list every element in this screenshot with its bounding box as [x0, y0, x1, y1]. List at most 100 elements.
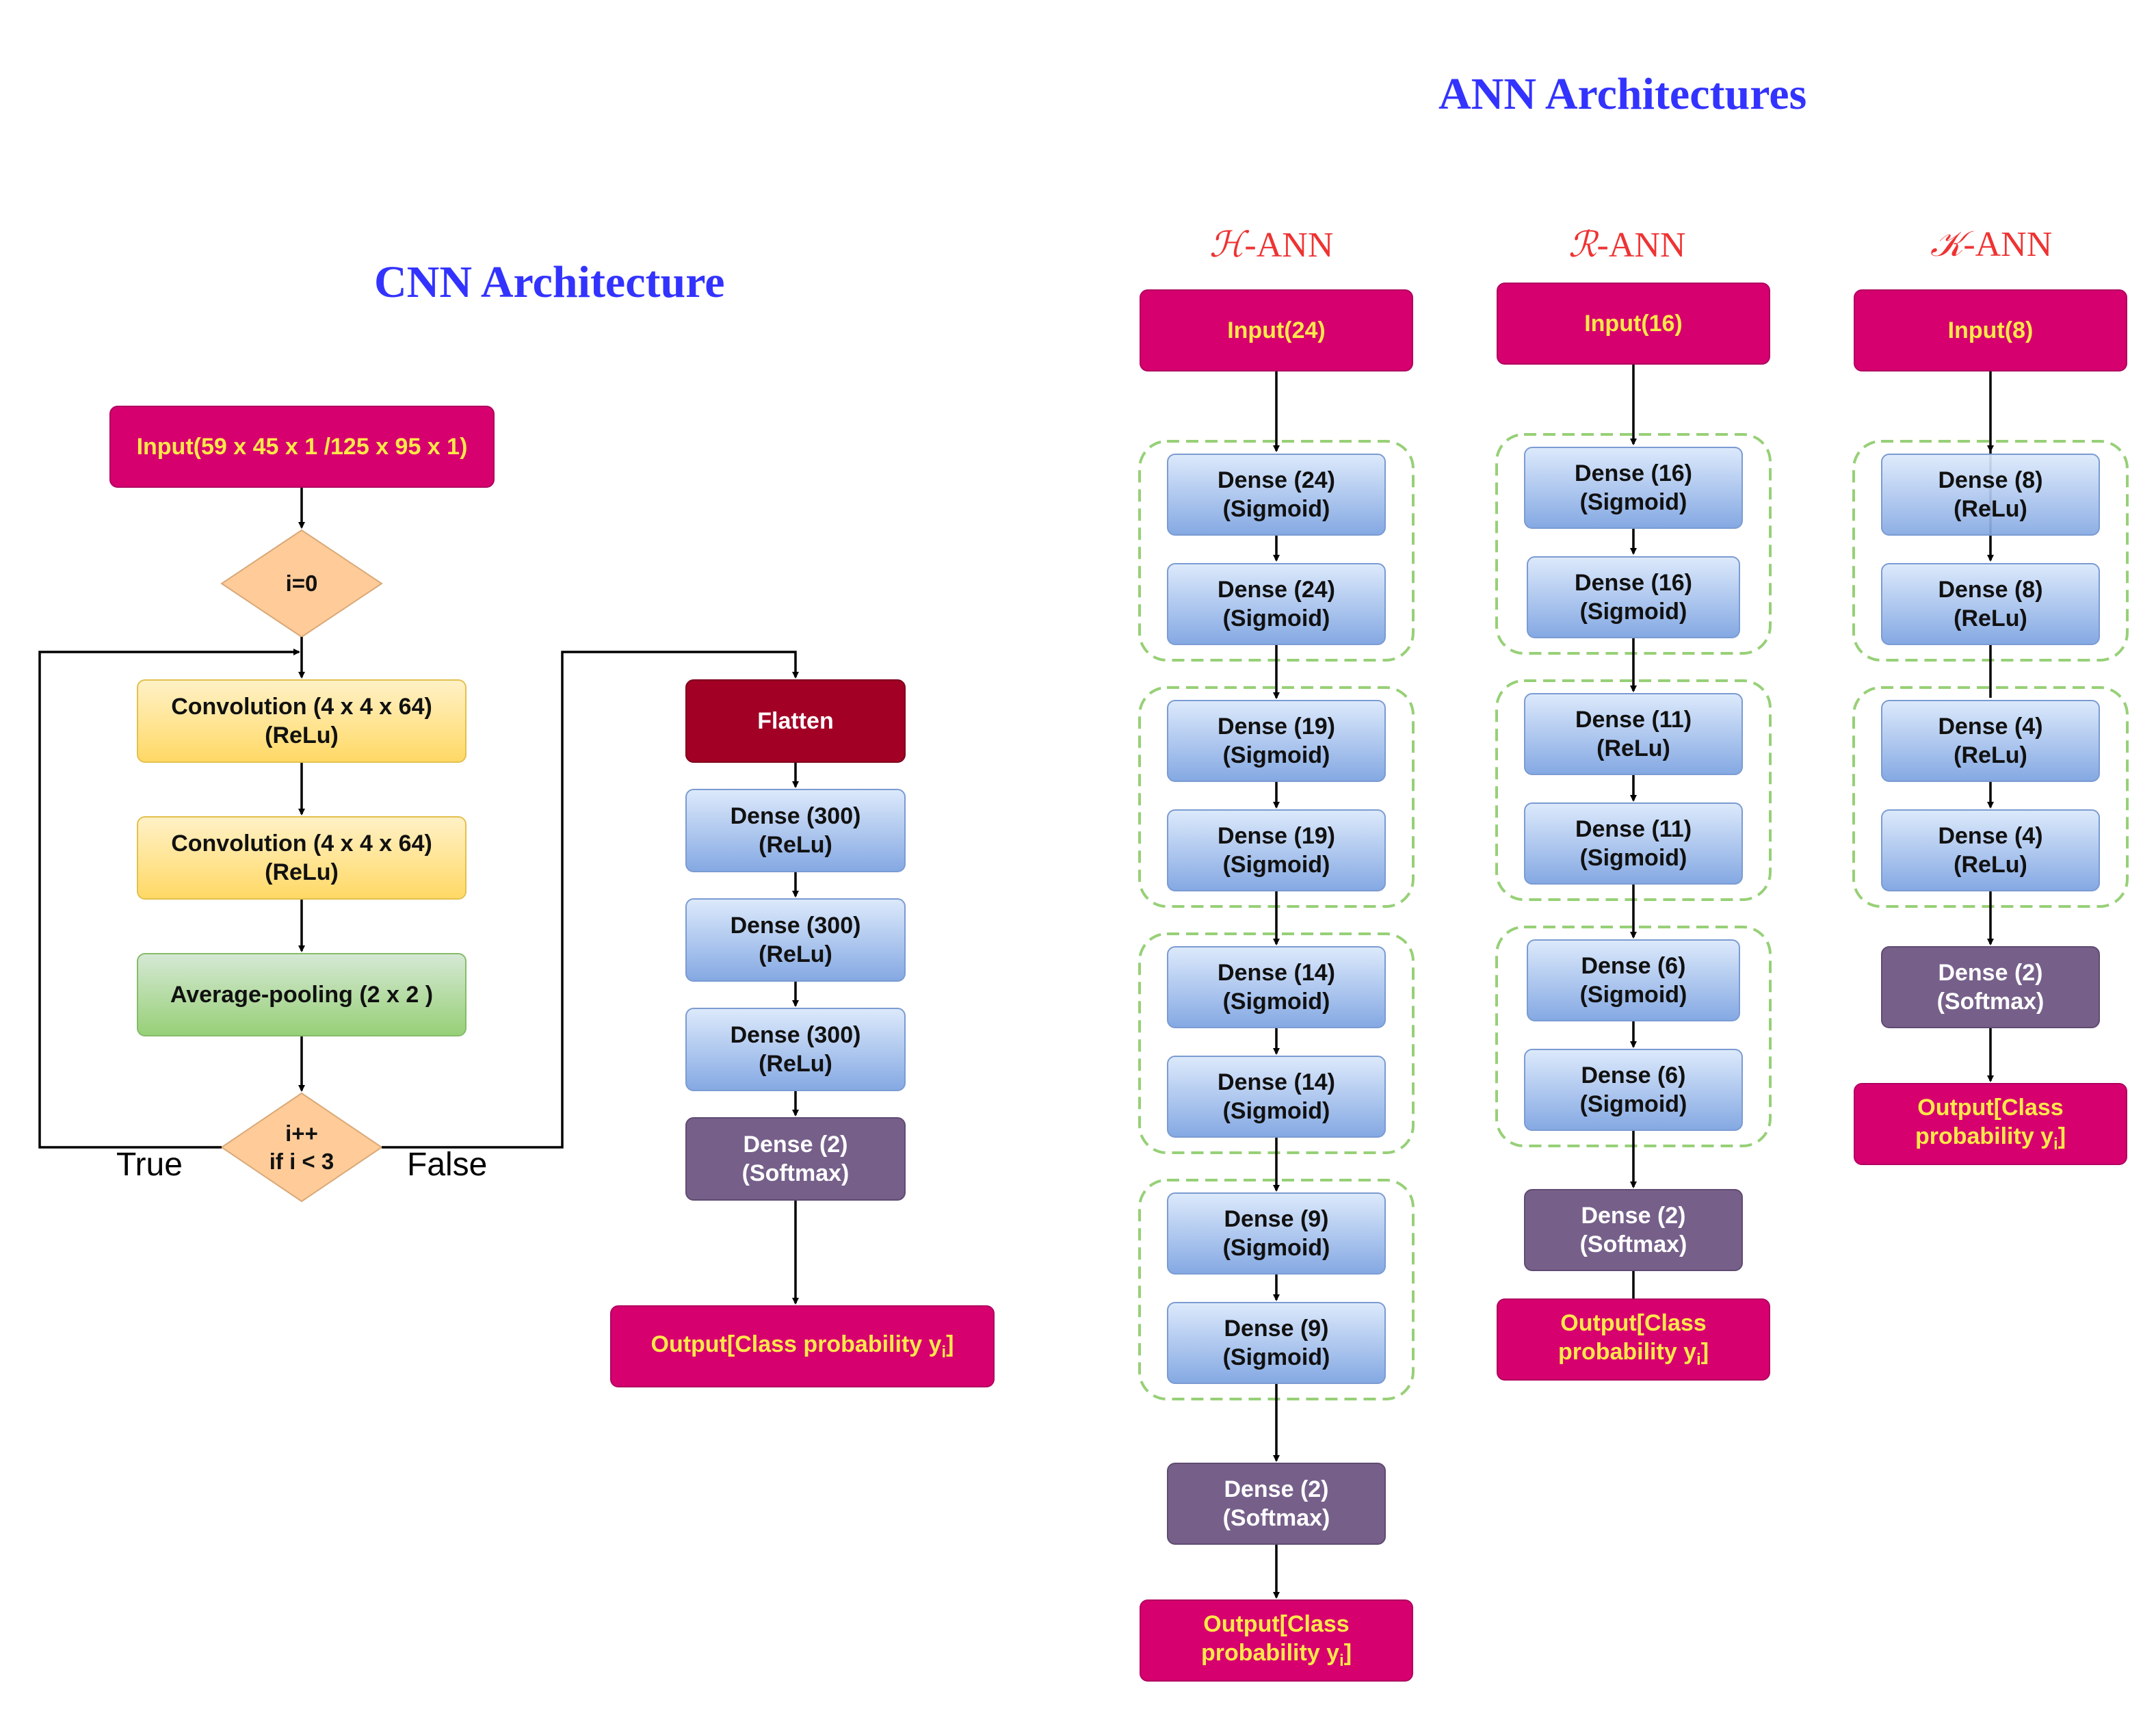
h-output-node: Output[Class probability yi]	[1140, 1599, 1413, 1682]
flatten-label: Flatten	[757, 707, 834, 734]
false-label: False	[407, 1147, 488, 1183]
r-ann-symbol: ℛ	[1568, 226, 1597, 265]
h-layer-label: Dense (24) (Sigmoid)	[1218, 467, 1335, 523]
conv2-node: Convolution (4 x 4 x 64) (ReLu)	[137, 816, 466, 900]
k-softmax-label: Dense (2) (Softmax)	[1936, 959, 2045, 1015]
k-output-sub: i	[2053, 1135, 2058, 1154]
r-output-label: Output[Class probability yi]	[1558, 1309, 1709, 1370]
r-layer-3: Dense (11) (ReLu)	[1524, 693, 1743, 775]
r-output-end: ]	[1700, 1339, 1709, 1366]
k-ann-suffix: -ANN	[1963, 225, 2053, 264]
cnn-dense3-node: Dense (300) (ReLu)	[685, 1008, 906, 1091]
cnn-softmax-label: Dense (2) (Softmax)	[741, 1131, 850, 1187]
r-input-node: Input(16)	[1497, 283, 1770, 365]
h-layer-label: Dense (14) (Sigmoid)	[1218, 1069, 1335, 1125]
init-label: i=0	[285, 571, 318, 597]
cnn-title: CNN Architecture	[374, 257, 725, 307]
h-layer-label: Dense (19) (Sigmoid)	[1218, 713, 1335, 769]
conv1-node: Convolution (4 x 4 x 64) (ReLu)	[137, 679, 466, 763]
r-layer-label: Dense (11) (Sigmoid)	[1575, 815, 1692, 872]
h-layer-4: Dense (19) (Sigmoid)	[1167, 809, 1386, 891]
k-ann-subtitle: 𝒦-ANN	[1930, 224, 2052, 265]
k-output-node: Output[Class probability yi]	[1854, 1083, 2127, 1165]
r-layer-label: Dense (6) (Sigmoid)	[1579, 1062, 1687, 1118]
h-softmax-label: Dense (2) (Softmax)	[1222, 1476, 1330, 1532]
cnn-output-end: ]	[946, 1331, 954, 1358]
h-layer-2: Dense (24) (Sigmoid)	[1167, 563, 1386, 645]
k-layer-label: Dense (8) (ReLu)	[1938, 576, 2043, 632]
k-output-text: Output[Class probability y	[1915, 1094, 2064, 1150]
h-input-node: Input(24)	[1140, 289, 1413, 371]
cnn-dense1-label: Dense (300) (ReLu)	[730, 802, 861, 859]
r-layer-1: Dense (16) (Sigmoid)	[1524, 447, 1743, 529]
loop-diamond	[220, 1092, 383, 1203]
r-softmax-node: Dense (2) (Softmax)	[1524, 1189, 1743, 1271]
k-ann-symbol: 𝒦	[1930, 225, 1964, 264]
h-layer-7: Dense (9) (Sigmoid)	[1167, 1192, 1386, 1275]
k-layer-label: Dense (4) (ReLu)	[1938, 713, 2043, 769]
r-layer-6: Dense (6) (Sigmoid)	[1524, 1049, 1743, 1131]
r-input-label: Input(16)	[1584, 310, 1683, 337]
cnn-dense3-label: Dense (300) (ReLu)	[730, 1021, 861, 1077]
k-layer-1: Dense (8) (ReLu)	[1881, 454, 2100, 536]
h-layer-6: Dense (14) (Sigmoid)	[1167, 1056, 1386, 1138]
k-layer-3: Dense (4) (ReLu)	[1881, 700, 2100, 782]
pool-label: Average-pooling (2 x 2 )	[170, 981, 434, 1008]
conv1-label: Convolution (4 x 4 x 64) (ReLu)	[171, 693, 432, 749]
k-softmax-node: Dense (2) (Softmax)	[1881, 946, 2100, 1028]
r-layer-label: Dense (16) (Sigmoid)	[1575, 569, 1692, 625]
r-layer-4: Dense (11) (Sigmoid)	[1524, 802, 1743, 885]
k-layer-label: Dense (4) (ReLu)	[1938, 822, 2043, 878]
h-ann-symbol: ℋ	[1209, 226, 1245, 265]
h-softmax-node: Dense (2) (Softmax)	[1167, 1463, 1386, 1545]
h-layer-label: Dense (24) (Sigmoid)	[1218, 576, 1335, 632]
r-output-node: Output[Class probability yi]	[1497, 1298, 1770, 1381]
h-layer-label: Dense (19) (Sigmoid)	[1218, 822, 1335, 878]
k-layer-4: Dense (4) (ReLu)	[1881, 809, 2100, 891]
k-layer-2: Dense (8) (ReLu)	[1881, 563, 2100, 645]
cnn-dense1-node: Dense (300) (ReLu)	[685, 789, 906, 872]
h-layer-1: Dense (24) (Sigmoid)	[1167, 454, 1386, 536]
cnn-output-node: Output[Class probability yi]	[610, 1305, 995, 1387]
cnn-softmax-node: Dense (2) (Softmax)	[685, 1117, 906, 1201]
r-layer-2: Dense (16) (Sigmoid)	[1527, 556, 1740, 638]
pool-node: Average-pooling (2 x 2 )	[137, 953, 466, 1036]
r-layer-label: Dense (16) (Sigmoid)	[1575, 460, 1692, 516]
k-layer-label: Dense (8) (ReLu)	[1938, 467, 2043, 523]
cnn-output-sub: i	[941, 1343, 947, 1362]
h-input-label: Input(24)	[1227, 317, 1326, 343]
cnn-input-label: Input(59 x 45 x 1 /125 x 95 x 1)	[136, 433, 468, 460]
h-layer-3: Dense (19) (Sigmoid)	[1167, 700, 1386, 782]
h-ann-suffix: -ANN	[1244, 226, 1334, 265]
loop-label: i++ if i < 3	[269, 1120, 334, 1174]
r-output-sub: i	[1696, 1350, 1701, 1370]
r-layer-5: Dense (6) (Sigmoid)	[1527, 939, 1740, 1021]
cnn-input-node: Input(59 x 45 x 1 /125 x 95 x 1)	[109, 406, 495, 488]
cnn-output-text: Output[Class probability y	[650, 1331, 942, 1358]
cnn-output-label: Output[Class probability yi]	[651, 1330, 954, 1363]
cnn-dense2-label: Dense (300) (ReLu)	[730, 912, 861, 968]
h-output-sub: i	[1339, 1651, 1344, 1671]
h-output-end: ]	[1343, 1640, 1352, 1667]
h-layer-label: Dense (14) (Sigmoid)	[1218, 959, 1335, 1015]
k-output-label: Output[Class probability yi]	[1915, 1093, 2066, 1155]
r-output-text: Output[Class probability y	[1557, 1309, 1707, 1366]
r-layer-label: Dense (6) (Sigmoid)	[1579, 952, 1687, 1008]
ann-title: ANN Architectures	[1438, 69, 1807, 119]
cnn-dense2-node: Dense (300) (ReLu)	[685, 898, 906, 982]
h-layer-label: Dense (9) (Sigmoid)	[1222, 1315, 1330, 1371]
h-layer-5: Dense (14) (Sigmoid)	[1167, 946, 1386, 1028]
k-input-node: Input(8)	[1854, 289, 2127, 371]
h-layer-label: Dense (9) (Sigmoid)	[1222, 1205, 1330, 1262]
r-softmax-label: Dense (2) (Softmax)	[1579, 1202, 1687, 1258]
h-ann-subtitle: ℋ-ANN	[1209, 224, 1333, 265]
true-label: True	[116, 1147, 183, 1183]
r-ann-subtitle: ℛ-ANN	[1568, 224, 1685, 265]
k-input-label: Input(8)	[1947, 317, 2034, 343]
h-output-text: Output[Class probability y	[1200, 1610, 1350, 1667]
r-ann-suffix: -ANN	[1596, 226, 1686, 265]
flatten-node: Flatten	[685, 679, 906, 763]
k-output-end: ]	[2058, 1123, 2066, 1150]
h-output-label: Output[Class probability yi]	[1201, 1610, 1352, 1671]
